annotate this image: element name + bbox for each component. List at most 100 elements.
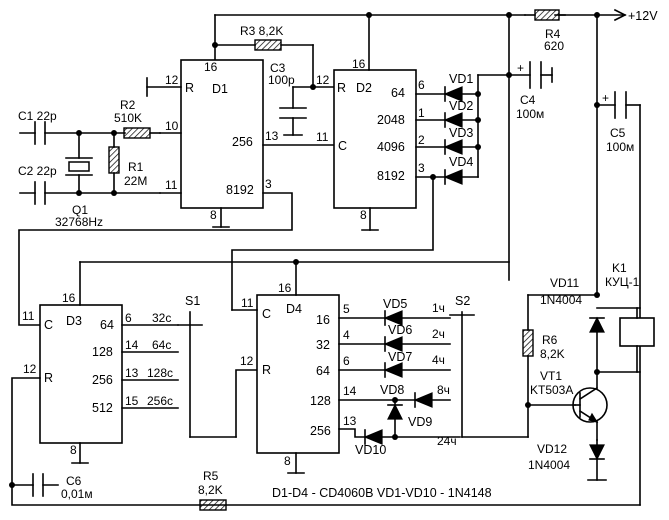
d1-name: D1 xyxy=(212,82,228,96)
svg-text:VD1: VD1 xyxy=(449,72,473,86)
c5-value: 100м xyxy=(606,140,634,154)
c3-value: 100p xyxy=(268,73,295,87)
r1-label: R1 xyxy=(128,160,144,174)
switch-s1: S1 xyxy=(177,294,258,438)
oscillator: C1 22p R2 510K R1 22M C2 22p Q1 32768Hz xyxy=(18,98,161,229)
svg-text:2: 2 xyxy=(418,133,425,147)
svg-text:КУЦ-1: КУЦ-1 xyxy=(605,275,640,289)
svg-text:16: 16 xyxy=(204,60,218,74)
svg-text:R5: R5 xyxy=(203,469,219,483)
svg-text:VD7: VD7 xyxy=(388,350,412,364)
svg-text:11: 11 xyxy=(22,309,35,323)
svg-text:12: 12 xyxy=(316,73,330,87)
svg-text:16: 16 xyxy=(352,57,366,71)
supply-rail: +12V R4 620 R3 8,2K + C4 100м xyxy=(212,8,658,506)
svg-text:256: 256 xyxy=(92,373,113,387)
svg-text:1ч: 1ч xyxy=(432,301,445,315)
r4-label: R4 xyxy=(545,27,561,41)
svg-text:11: 11 xyxy=(241,296,254,310)
svg-text:8,2K: 8,2K xyxy=(198,483,223,497)
c3: C3 100p xyxy=(268,44,335,136)
svg-text:128: 128 xyxy=(310,394,331,408)
c1-label: C1 22p xyxy=(18,109,57,123)
footer-note: D1-D4 - CD4060B VD1-VD10 - 1N4148 xyxy=(272,486,492,500)
svg-text:VD2: VD2 xyxy=(449,99,473,113)
svg-text:1N4004: 1N4004 xyxy=(540,293,582,307)
svg-text:12: 12 xyxy=(23,362,37,376)
svg-text:C: C xyxy=(44,318,53,332)
svg-text:256: 256 xyxy=(232,135,253,149)
svg-text:R: R xyxy=(262,363,271,377)
svg-text:5: 5 xyxy=(343,302,350,316)
c4-value: 100м xyxy=(516,107,544,121)
chip-d4: D4 16 C 11 R 12 8 16 32 64 128 256 5 4 6… xyxy=(231,259,396,474)
svg-text:6: 6 xyxy=(418,78,425,92)
r5-resistor xyxy=(199,499,227,511)
r2-label: R2 xyxy=(120,98,136,112)
svg-text:32: 32 xyxy=(316,338,330,352)
chip-d2: D2 12 16 R C 11 8 64 6 2048 1 4096 2 819… xyxy=(316,57,446,231)
svg-text:6: 6 xyxy=(125,311,132,325)
svg-text:16: 16 xyxy=(316,313,330,327)
svg-text:3: 3 xyxy=(418,161,425,175)
svg-text:1: 1 xyxy=(418,106,425,120)
svg-text:1N4004: 1N4004 xyxy=(528,458,570,472)
chip-d3: D3 16 C 11 R 12 8 64 128 256 512 6 14 13… xyxy=(11,261,641,506)
svg-text:15: 15 xyxy=(125,394,139,408)
svg-text:14: 14 xyxy=(343,384,357,398)
svg-text:C: C xyxy=(262,307,271,321)
r3-label: R3 8,2K xyxy=(240,24,283,38)
svg-text:VD6: VD6 xyxy=(388,323,412,337)
svg-text:KT503A: KT503A xyxy=(530,383,573,397)
svg-text:3: 3 xyxy=(265,177,272,191)
svg-text:12: 12 xyxy=(240,354,254,368)
svg-text:0,01м: 0,01м xyxy=(61,487,93,501)
svg-text:13: 13 xyxy=(125,366,139,380)
svg-text:32c: 32c xyxy=(152,311,171,325)
c2-label: C2 22p xyxy=(18,164,57,178)
svg-text:R: R xyxy=(185,81,194,95)
c4-label: C4 xyxy=(520,93,536,107)
diodes-top: VD1 VD2 VD3 VD4 xyxy=(231,72,510,311)
svg-text:4096: 4096 xyxy=(377,140,405,154)
c3-label: C3 xyxy=(270,61,286,75)
svg-text:64: 64 xyxy=(100,318,114,332)
svg-text:8192: 8192 xyxy=(377,169,405,183)
svg-text:8,2K: 8,2K xyxy=(540,347,565,361)
supply-label: +12V xyxy=(628,9,658,23)
r6-resistor xyxy=(522,329,534,357)
r5: R5 8,2K xyxy=(198,469,227,511)
d4-name: D4 xyxy=(286,302,302,316)
svg-text:128: 128 xyxy=(92,345,113,359)
d3-name: D3 xyxy=(66,314,82,328)
svg-text:8192: 8192 xyxy=(226,183,254,197)
svg-text:VD3: VD3 xyxy=(449,126,473,140)
svg-text:16: 16 xyxy=(62,291,76,305)
svg-text:13: 13 xyxy=(265,129,279,143)
svg-text:8: 8 xyxy=(360,208,367,222)
svg-text:R6: R6 xyxy=(542,333,558,347)
r2-value: 510K xyxy=(114,111,142,125)
svg-text:C: C xyxy=(338,139,347,153)
svg-text:6: 6 xyxy=(343,354,350,368)
svg-text:VD8: VD8 xyxy=(380,383,404,397)
svg-text:8: 8 xyxy=(70,443,77,457)
svg-text:4ч: 4ч xyxy=(432,353,445,367)
svg-text:13: 13 xyxy=(343,414,357,428)
d2-name: D2 xyxy=(356,81,372,95)
svg-text:2048: 2048 xyxy=(377,113,405,127)
svg-text:+: + xyxy=(602,91,609,105)
svg-text:VD11: VD11 xyxy=(550,276,579,290)
chip-d1: D1 16 R 12 10 11 256 13 8192 3 8 xyxy=(18,59,335,326)
svg-text:4: 4 xyxy=(343,328,350,342)
r4-value: 620 xyxy=(544,39,564,53)
svg-text:S2: S2 xyxy=(455,294,470,308)
svg-text:R: R xyxy=(337,81,346,95)
svg-text:16: 16 xyxy=(278,281,292,295)
svg-text:11: 11 xyxy=(165,178,178,192)
diodes-bottom: VD5 VD6 VD7 1ч 2ч 4ч VD8 VD9 8ч VD10 24ч xyxy=(355,297,461,457)
svg-text:8: 8 xyxy=(284,454,291,468)
svg-text:14: 14 xyxy=(125,338,139,352)
svg-text:512: 512 xyxy=(92,401,113,415)
